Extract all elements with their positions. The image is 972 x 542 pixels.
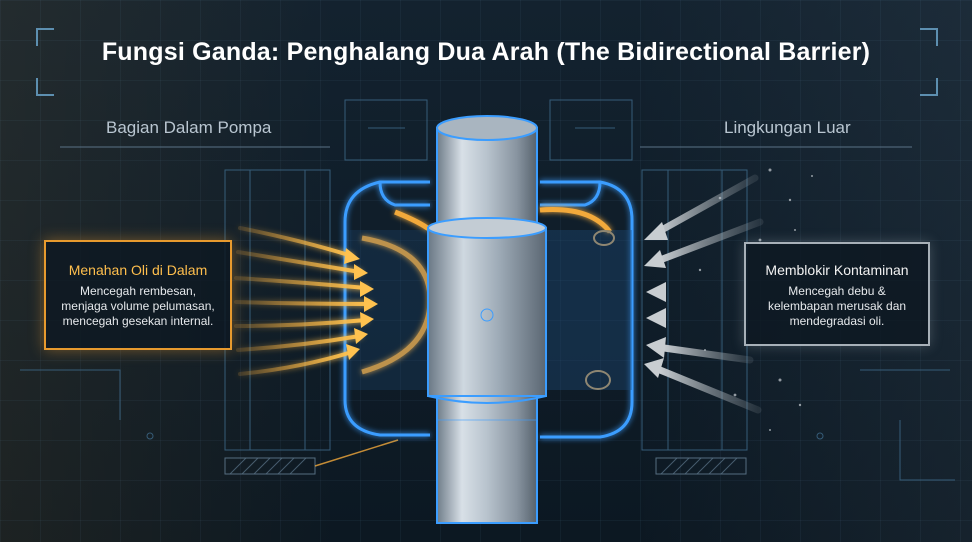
callout-block-contaminants-line-1: Mencegah debu & <box>788 284 886 298</box>
label-inner-pump: Bagian Dalam Pompa <box>106 118 272 137</box>
callout-block-contaminants: Memblokir Kontaminan Mencegah debu & kel… <box>744 242 930 346</box>
corner-bracket-bottom-left <box>36 78 54 96</box>
shaft <box>427 115 547 524</box>
corner-bracket-top-left <box>36 28 54 46</box>
callout-block-contaminants-line-2: kelembapan merusak dan <box>767 299 907 313</box>
oil-flow-arrows <box>234 226 372 376</box>
garter-spring <box>585 230 615 390</box>
seal-housing <box>343 180 634 439</box>
callout-block-contaminants-line-3: mendegradasi oli. <box>789 314 885 328</box>
oil-arrowheads <box>344 248 378 360</box>
callout-retain-oil-heading: Menahan Oli di Dalam <box>68 262 208 278</box>
corner-bracket-top-right <box>920 28 938 46</box>
callout-retain-oil-line-1: Mencegah rembesan, <box>79 284 197 298</box>
contaminant-arrows <box>654 174 764 414</box>
contaminant-arrowheads <box>644 222 668 378</box>
diagram-title: Fungsi Ganda: Penghalang Dua Arah (The B… <box>101 38 871 66</box>
callout-block-contaminants-heading: Memblokir Kontaminan <box>765 262 909 278</box>
callout-retain-oil-line-2: menjaga volume pelumasan, <box>61 299 215 313</box>
callout-retain-oil: Menahan Oli di Dalam Mencegah rembesan, … <box>44 240 232 350</box>
label-outer-environment: Lingkungan Luar <box>724 118 851 137</box>
corner-bracket-bottom-right <box>920 78 938 96</box>
dust-particles <box>698 168 813 431</box>
callout-retain-oil-line-3: mencegah gesekan internal. <box>62 314 214 328</box>
